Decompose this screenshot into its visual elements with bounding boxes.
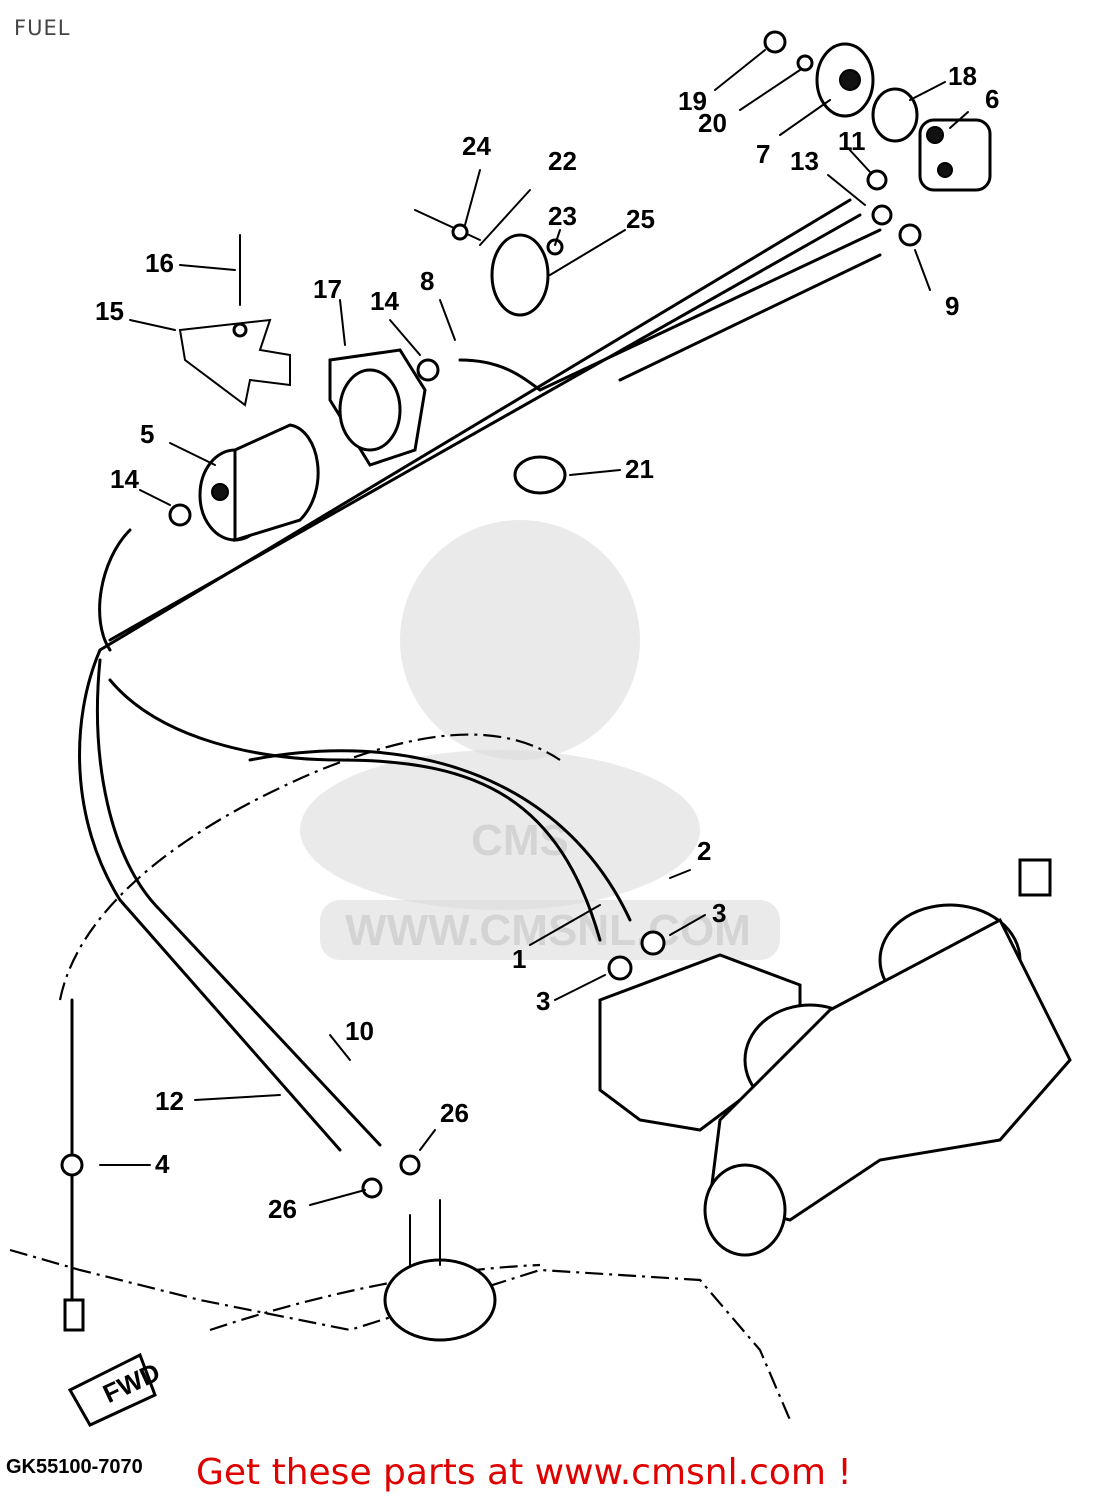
label-7: 7: [756, 139, 770, 169]
label-10: 10: [345, 1016, 374, 1046]
label-13: 13: [790, 146, 819, 176]
label-12: 12: [155, 1086, 184, 1116]
label-16: 16: [145, 248, 174, 278]
label-11: 11: [838, 126, 866, 156]
label-26-upper: 26: [440, 1098, 469, 1128]
mounting-bracket: [178, 234, 291, 407]
callout-labels: 1 2 3 3 4 5 6 7 8 9 10 11 12 13 14 14 15…: [95, 61, 999, 1224]
parts-link-banner[interactable]: Get these parts at www.cmsnl.com !: [196, 1452, 852, 1493]
label-25: 25: [626, 204, 655, 234]
fuel-tank-outline: [9, 733, 792, 1421]
label-20: 20: [698, 108, 727, 138]
label-24: 24: [462, 131, 491, 161]
label-1: 1: [512, 944, 526, 974]
fuel-filter: [198, 423, 320, 543]
label-14-upper: 14: [370, 286, 399, 316]
label-2: 2: [697, 836, 711, 866]
cms-watermark: CMS WWW.CMSNL.COM: [300, 520, 780, 960]
label-21: 21: [625, 454, 654, 484]
filter-bracket: [328, 348, 427, 467]
label-4: 4: [155, 1149, 170, 1179]
label-6: 6: [985, 84, 999, 114]
label-5: 5: [140, 419, 154, 449]
label-19: 19: [678, 86, 707, 116]
clamps: [60, 209, 666, 1199]
page-title: FUEL: [14, 16, 71, 40]
watermark-text: WWW.CMSNL.COM: [345, 906, 751, 955]
label-17: 17: [313, 274, 342, 304]
label-3-lower: 3: [536, 986, 550, 1016]
label-3-upper: 3: [712, 898, 726, 928]
carburetor-assembly: [598, 858, 1072, 1257]
fuel-sender: [63, 1199, 497, 1342]
fwd-arrow: FWD: [67, 1352, 165, 1427]
drawing-code: GK55100-7070: [6, 1456, 143, 1478]
label-9: 9: [945, 291, 959, 321]
label-22: 22: [548, 146, 577, 176]
label-8: 8: [420, 266, 434, 296]
label-23: 23: [548, 201, 577, 231]
fuel-hoses: [70, 198, 882, 1302]
label-18: 18: [948, 61, 977, 91]
leader-lines: [99, 49, 969, 1206]
label-14-lower: 14: [110, 464, 139, 494]
fuel-pump-assembly: [763, 30, 992, 247]
label-26-lower: 26: [268, 1194, 297, 1224]
label-15: 15: [95, 296, 124, 326]
